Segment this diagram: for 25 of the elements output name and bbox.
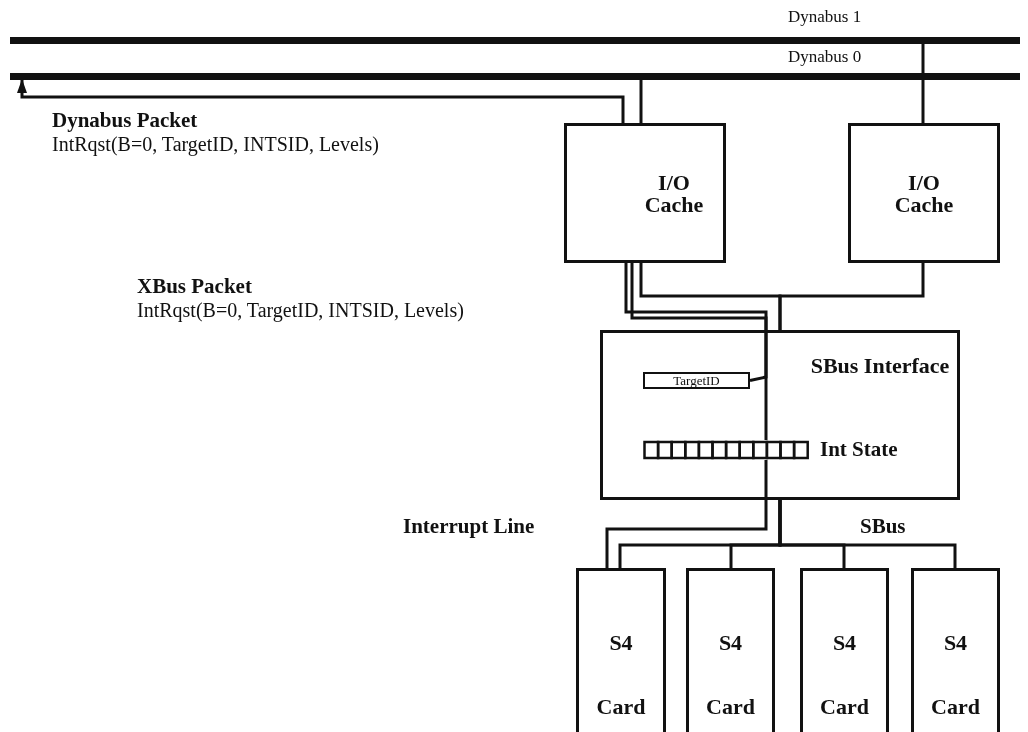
connector-line	[921, 44, 925, 123]
arrow	[17, 79, 625, 123]
packet-format: IntRqst(B=0, TargetID, INTSID, Levels)	[52, 134, 379, 154]
cache-box: I/O Cache	[564, 123, 726, 263]
connector-line	[624, 263, 768, 440]
packet-format: IntRqst(B=0, TargetID, INTSID, Levels)	[137, 300, 464, 320]
card-box: S4 Card	[911, 568, 1000, 732]
interface-box: SBus Interface TargetID Int State	[600, 330, 960, 500]
connector-line	[630, 263, 768, 382]
connector-line	[778, 263, 925, 330]
connector-line	[605, 460, 768, 568]
bus-label: Dynabus 0	[788, 48, 862, 65]
connector-line	[639, 80, 643, 123]
card-box: S4 Card	[800, 568, 889, 732]
register-label: Int State	[820, 439, 898, 460]
cache-box: I/O Cache	[848, 123, 1000, 263]
register-box: TargetID	[643, 372, 750, 389]
bus-label: Dynabus 1	[788, 8, 862, 25]
connector-line	[778, 500, 957, 568]
packet-title: XBus Packet	[137, 276, 252, 297]
line-label: Interrupt Line	[403, 516, 535, 537]
bus-label: SBus	[860, 516, 906, 537]
card-box: S4 Card	[686, 568, 775, 732]
card-box: S4 Card	[576, 568, 666, 732]
packet-title: Dynabus Packet	[52, 110, 198, 131]
